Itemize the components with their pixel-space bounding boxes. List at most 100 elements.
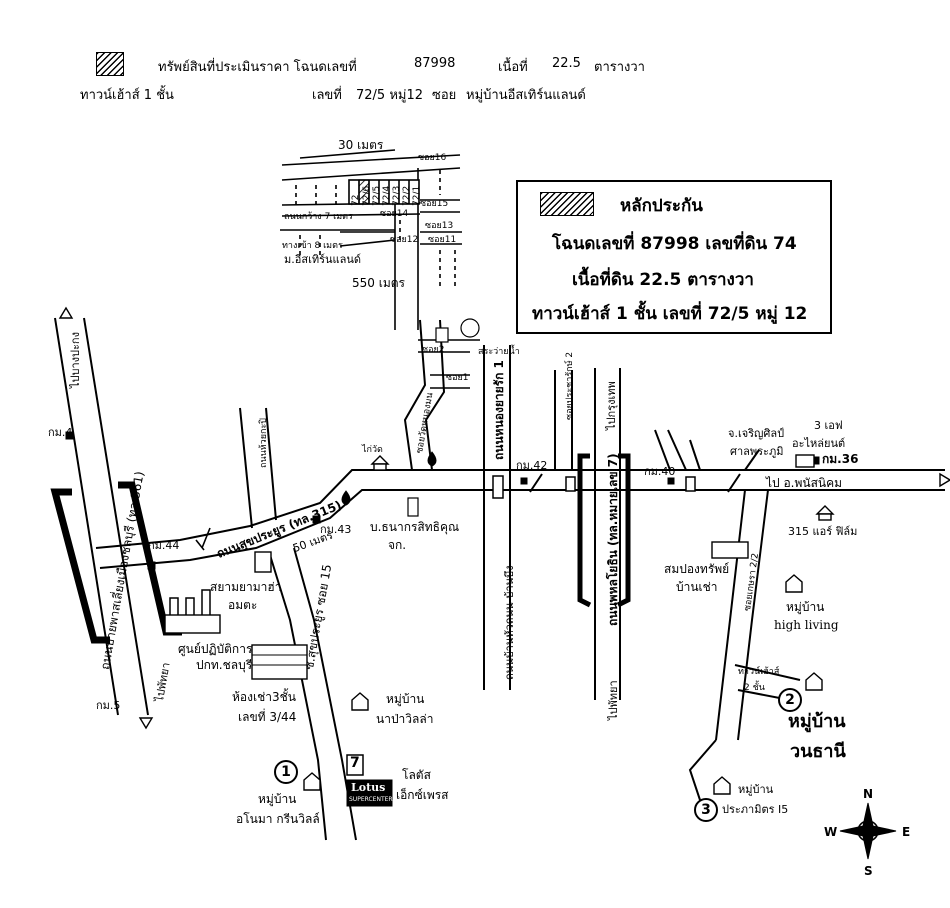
landmark-amata: อมตะ	[228, 598, 258, 612]
landmark-town2-1: ทาวน์เฮ้าส์	[738, 667, 780, 677]
bypass-road	[54, 317, 149, 716]
km-42: กม.42	[516, 459, 548, 472]
landmark-lotus-1: โลตัส	[402, 768, 431, 782]
landmark-sompong-2: บ้านเช่า	[676, 580, 718, 594]
header-line1: ทรัพย์สินที่ประเมินราคา โฉนดเลขที่	[158, 60, 357, 75]
landmark-napa-2: นาป่าวิลล่า	[376, 712, 434, 726]
landmark-village1-1: หมู่บ้าน	[258, 792, 297, 806]
header-type: ทาวน์เฮ้าส์ 1 ชั้น	[80, 88, 174, 103]
km-40: กม.40	[644, 465, 676, 478]
inset-unit-2: 72/4	[382, 185, 392, 206]
inset-distance-550m: 550 เมตร	[352, 276, 405, 290]
inset-soi2: ซอย2	[422, 345, 445, 355]
km-5: กม.5	[96, 699, 121, 712]
inset-soi1: ซอย1	[446, 373, 469, 383]
inset-unit-6: 72	[351, 194, 361, 206]
inset-grid	[280, 149, 480, 389]
landmark-village2-2: วนธานี	[790, 741, 846, 762]
road-label-soi-rak: ซอยประชารักษ์ 2	[565, 351, 575, 420]
header-soi-label: ซอย	[432, 88, 457, 103]
landmark-siam-yamaha: สยามยามาฮ่า	[210, 580, 282, 594]
nong-yai-rak-road	[483, 345, 511, 690]
landmark-village3-2: ประภามิตร I5	[722, 803, 789, 816]
seven-eleven-icon: 7	[350, 755, 360, 771]
km-4: กม.4	[48, 426, 73, 439]
inset-unit-0: 72/6	[362, 185, 372, 206]
header-deed-no: 87998	[414, 56, 456, 71]
collateral-legend-box: หลักประกัน โฉนดเลขที่ 87998 เลขที่ดิน 74…	[516, 180, 832, 334]
inset-distance-30m: 30 เมตร	[338, 138, 384, 152]
inset-unit-5: 72/1	[412, 185, 422, 206]
inset-soi16: ซอย16	[418, 153, 447, 163]
landmark-sompong-1: สมปองทรัพย์	[664, 562, 730, 576]
inset-soi11: ซอย11	[428, 235, 457, 245]
legend-title: หลักประกัน	[620, 196, 703, 216]
marker-1: 1	[274, 760, 298, 784]
landmark-town2-2: 2 ชั้น	[744, 683, 765, 693]
header-area-label: เนื้อที่	[498, 60, 528, 75]
main-road-315	[95, 469, 945, 569]
inset-soi12: ซอย12	[390, 235, 419, 245]
landmark-village3-1: หมู่บ้าน	[738, 783, 774, 796]
header-no-value: 72/5 หมู่12	[356, 88, 424, 103]
landmark-temple: ไก่วัด	[362, 445, 383, 455]
inset-soi13: ซอย13	[425, 221, 454, 231]
landmark-village1-2: อโนมา กรีนวิลล์	[236, 812, 320, 826]
landmark-room3: ห้องเช่า3ชั้น	[232, 690, 296, 704]
km-44: กม.44	[148, 539, 180, 552]
header-no-label: เลขที่	[312, 88, 342, 103]
road-label-bang-hong-pa: ถนนบ้านหัวถนน-บ้านบึง	[503, 565, 516, 680]
legend-line3: ทาวน์เฮ้าส์ 1 ชั้น เลขที่ 72/5 หมู่ 12	[532, 304, 808, 324]
inset-unit-3: 72/3	[392, 185, 402, 206]
inset-unit-4: 72/2	[402, 185, 412, 206]
inset-pond: สระว่ายน้ำ	[478, 347, 520, 357]
landmark-training: ศูนย์ปฏิบัติการ	[178, 642, 253, 656]
side-roads	[239, 319, 801, 841]
compass-east: E	[902, 825, 911, 839]
legend-hatch-swatch	[540, 192, 594, 216]
header-area-unit: ตารางวา	[594, 60, 645, 75]
landmark-pkt: ปกท.ชลบุรี	[196, 658, 253, 672]
road-label-nong-yai-rak: ถนนหนองยายรัก 1	[492, 360, 506, 460]
landmark-highliving-2: high living	[774, 618, 839, 632]
marker-2: 2	[778, 688, 802, 712]
landmark-bank: บ.ธนากรสิทธิคุณ	[370, 520, 460, 534]
km-43: กม.43	[320, 523, 352, 536]
landmark-3f-2: อะไหล่ยนต์	[792, 437, 846, 450]
header-hatch-swatch	[96, 52, 124, 76]
inset-soi14: ซอย14	[380, 209, 409, 219]
road-label-to-bangpakong: ไปบางปะกง	[69, 332, 82, 388]
landmark-jaroen-1: จ.เจริญศิลป์	[728, 427, 785, 440]
inset-village: ม.อีสเทิร์นแลนด์	[284, 253, 361, 266]
km-36: กม.36	[822, 452, 859, 466]
inset-unit-1: 72/5	[372, 185, 382, 206]
landmark-lotus-2: เอ็กซ์เพรส	[396, 788, 449, 802]
header-soi-value: หมู่บ้านอีสเทิร์นแลนด์	[466, 88, 586, 103]
road-label-to-bangkok: ไปกรุงเทพ	[605, 381, 618, 430]
landmark-film: 315 แอร์ ฟิล์ม	[788, 525, 858, 538]
marker-3: 3	[694, 798, 718, 822]
inset-soi15: ซอย15	[420, 199, 449, 209]
road-label-to-phanat: ไป อ.พนัสนิคม	[766, 476, 843, 490]
landmark-3f-1: 3 เอฟ	[814, 419, 843, 432]
phahon-road	[594, 368, 621, 700]
inset-gate-width: ทางเข้า 8 เมตร	[282, 241, 343, 251]
legend-line2: เนื้อที่ดิน 22.5 ตารางวา	[572, 270, 754, 290]
landmark-village2-1: หมู่บ้าน	[788, 711, 846, 732]
compass-west: W	[824, 825, 838, 839]
road-label-huay-kapi: ถนนห้วยกะปิ	[259, 417, 269, 468]
compass-north: N	[863, 787, 874, 801]
phahon-overpass	[577, 453, 631, 608]
subject-unit-marker	[358, 179, 370, 205]
lotus-logo-sub: SUPERCENTER	[349, 796, 393, 803]
landmark-bank-2: จก.	[388, 538, 407, 552]
lotus-logo: Lotus	[351, 781, 386, 794]
landmark-room3-no: เลขที่ 3/44	[238, 710, 297, 724]
legend-line1: โฉนดเลขที่ 87998 เลขที่ดิน 74	[552, 234, 797, 254]
landmark-highliving-1: หมู่บ้าน	[786, 600, 825, 614]
landmark-napa-1: หมู่บ้าน	[386, 692, 425, 706]
header-area-value: 22.5	[552, 56, 581, 71]
road-label-phahon: ถนนพหลโยธิน (ทล.หมายเลข 7)	[606, 453, 620, 626]
compass-south: S	[864, 864, 873, 878]
